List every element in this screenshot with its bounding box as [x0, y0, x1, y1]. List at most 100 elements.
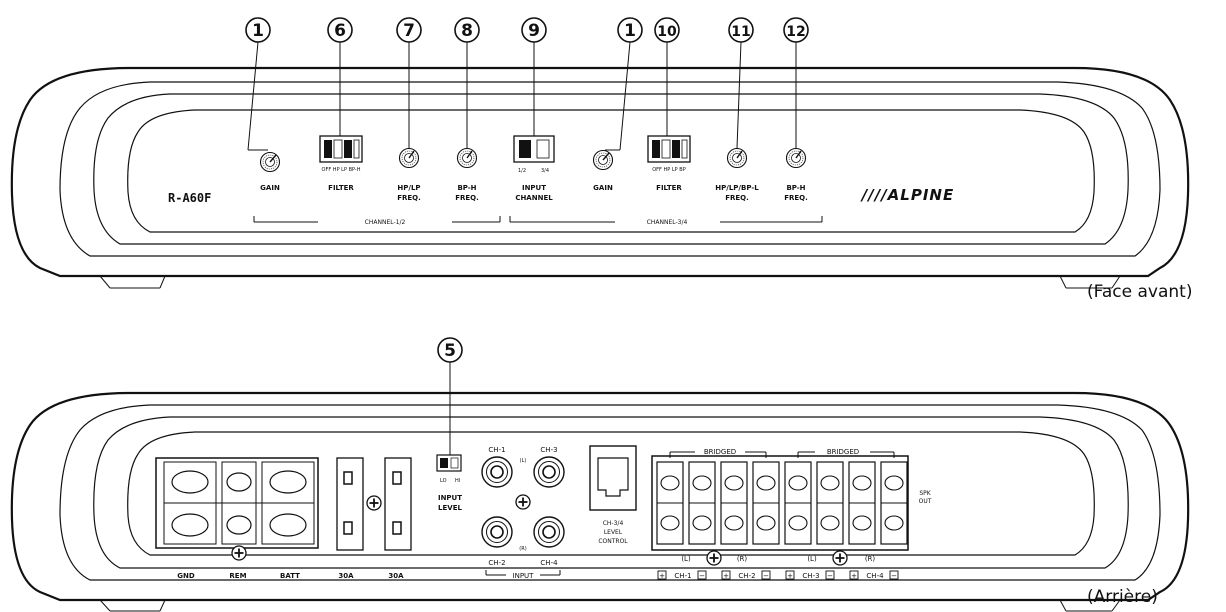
- filter-switch-ch12[interactable]: [319, 135, 363, 163]
- channel-34-bracket: [509, 216, 823, 223]
- channel-12-label: CHANNEL-1/2: [365, 219, 406, 226]
- rca-jack-ch1[interactable]: [481, 456, 513, 488]
- hplpbpl-freq-knob-ch34[interactable]: [726, 147, 748, 169]
- svg-text:CH-3: CH-3: [802, 572, 819, 580]
- rca-r-label: (R): [519, 546, 526, 552]
- batt-label: BATT: [280, 572, 300, 580]
- svg-text:−: −: [891, 572, 897, 580]
- input-level-switch[interactable]: [436, 454, 462, 472]
- svg-text:1: 1: [624, 21, 636, 41]
- svg-text:12: 12: [786, 24, 805, 40]
- callout-9: 9: [521, 17, 547, 43]
- svg-text:+: +: [851, 572, 857, 580]
- svg-text:+: +: [787, 572, 793, 580]
- bridged-label-1: BRIDGED: [704, 448, 736, 456]
- svg-text:11: 11: [731, 24, 750, 40]
- input-level-label-2: LEVEL: [438, 504, 462, 512]
- callout-11: 11: [728, 17, 754, 43]
- callout-1a: 1: [245, 17, 271, 43]
- brand-logo: ////ALPINE: [860, 186, 954, 204]
- spk-l-label-1: (L): [681, 555, 691, 563]
- svg-text:−: −: [763, 572, 769, 580]
- svg-text:10: 10: [657, 24, 677, 40]
- gnd-label: GND: [177, 572, 195, 580]
- svg-text:CH-4: CH-4: [866, 572, 884, 580]
- filter-positions-ch12: OFF HP LP BP-H: [322, 167, 361, 173]
- bph-freq-knob-ch12[interactable]: [456, 147, 478, 169]
- svg-text:9: 9: [528, 21, 540, 41]
- callout-12: 12: [783, 17, 809, 43]
- caption-rear: (Arrière): [1087, 587, 1158, 607]
- hplp-label-ch12: HP/LP: [397, 184, 420, 192]
- level-control-port[interactable]: [589, 445, 637, 511]
- callout-10: 10: [654, 17, 680, 43]
- svg-text:+: +: [659, 572, 665, 580]
- spk-out-label: SPK: [919, 490, 931, 497]
- input-channel-pos-12: 1/2: [518, 168, 526, 174]
- rca-jack-ch3[interactable]: [533, 456, 565, 488]
- gain-label-ch12: GAIN: [260, 184, 280, 192]
- rca-jack-ch2[interactable]: [481, 516, 513, 548]
- spk-ch3-label: + CH-3 −: [785, 570, 835, 580]
- rear-panel: 5 GND REM BATT: [10, 337, 1190, 612]
- rca-jack-ch4[interactable]: [533, 516, 565, 548]
- callout-8: 8: [454, 17, 480, 43]
- fuse-2[interactable]: [384, 457, 412, 551]
- level-control-label-2: LEVEL: [604, 529, 623, 536]
- spk-out-label-2: OUT: [919, 498, 932, 505]
- level-control-label: CH-3/4: [603, 520, 624, 527]
- front-panel: 1 6 7 8 9 1 10 11: [10, 17, 1190, 289]
- ch1-label: CH-1: [488, 446, 505, 454]
- spk-l-label-2: (L): [807, 555, 817, 563]
- svg-text:CH-1: CH-1: [674, 572, 691, 580]
- channel-12-bracket: [253, 216, 501, 223]
- svg-text:−: −: [827, 572, 833, 580]
- ch2-label: CH-2: [488, 559, 505, 567]
- bph-freq-label-ch34: FREQ.: [784, 194, 808, 202]
- bph-label-ch34: BP-H: [786, 184, 805, 192]
- rem-label: REM: [229, 572, 246, 580]
- filter-label-ch12: FILTER: [328, 184, 354, 192]
- filter-switch-ch34[interactable]: [647, 135, 691, 163]
- callout-1b: 1: [617, 17, 643, 43]
- input-level-label: INPUT: [438, 494, 462, 502]
- input-channel-pos-34: 3/4: [541, 168, 549, 174]
- filter-positions-ch34: OFF HP LP BP: [652, 167, 685, 173]
- spk-r-label-1: (R): [737, 555, 748, 563]
- svg-text:−: −: [699, 572, 705, 580]
- speaker-terminal-block[interactable]: [651, 455, 909, 551]
- power-terminal-block[interactable]: [155, 457, 319, 561]
- input-channel-label-2: CHANNEL: [515, 194, 553, 202]
- bridged-label-2: BRIDGED: [827, 448, 859, 456]
- fuse-1-label: 30A: [338, 572, 354, 580]
- svg-text:+: +: [723, 572, 729, 580]
- gain-knob-ch34[interactable]: [592, 149, 614, 171]
- spk-ch2-label: + CH-2 −: [721, 570, 771, 580]
- hplp-freq-knob-ch12[interactable]: [398, 147, 420, 169]
- caption-front: (Face avant): [1087, 282, 1192, 302]
- bridged-bracket-1: [669, 451, 767, 458]
- bph-label-ch12: BP-H: [457, 184, 476, 192]
- callout-5: 5: [437, 337, 463, 363]
- input-level-lo: LO: [440, 478, 447, 484]
- spk-ch4-label: + CH-4 −: [849, 570, 899, 580]
- svg-text:7: 7: [403, 21, 415, 41]
- level-control-label-3: CONTROL: [598, 538, 628, 545]
- svg-text:8: 8: [461, 21, 473, 41]
- bridged-bracket-2: [797, 451, 895, 458]
- input-channel-switch[interactable]: [513, 135, 555, 163]
- rca-screw-icon: [515, 494, 531, 510]
- fuse-2-label: 30A: [388, 572, 404, 580]
- svg-text:6: 6: [334, 21, 346, 41]
- callout-7: 7: [396, 17, 422, 43]
- spk-ch1-label: + CH-1 −: [657, 570, 707, 580]
- svg-text:CH-2: CH-2: [738, 572, 755, 580]
- spk-screw-icon-1: [706, 550, 722, 566]
- model-label: R-A60F: [168, 191, 211, 205]
- input-level-hi: HI: [455, 478, 460, 484]
- fuse-screw-icon: [366, 495, 382, 511]
- bph-freq-knob-ch34[interactable]: [785, 147, 807, 169]
- gain-knob-ch12[interactable]: [259, 151, 281, 173]
- fuse-1[interactable]: [336, 457, 364, 551]
